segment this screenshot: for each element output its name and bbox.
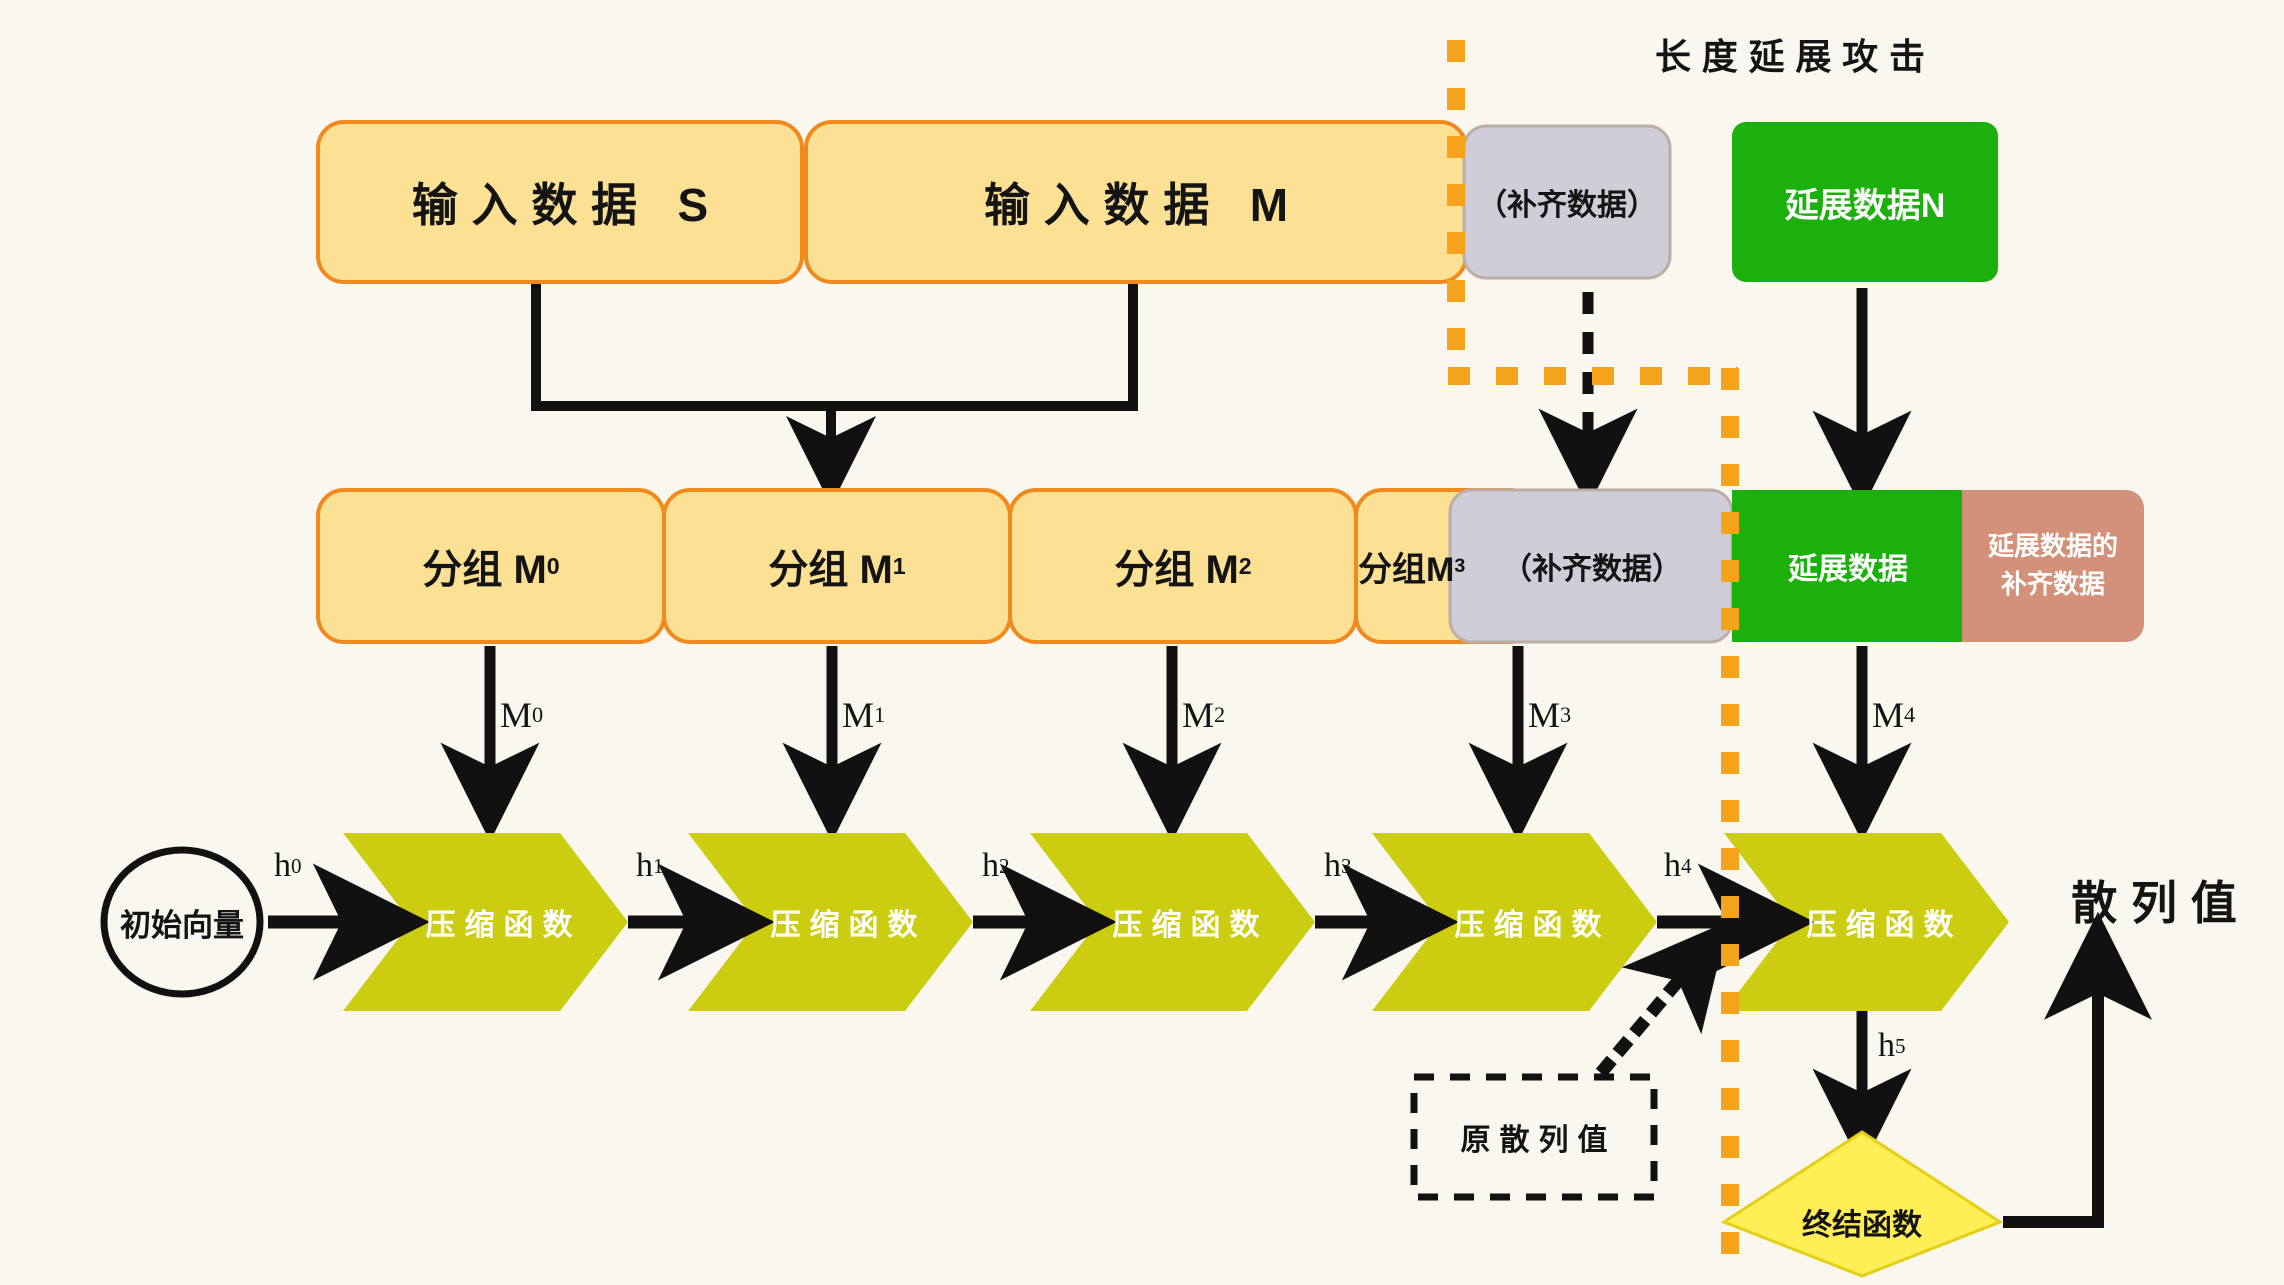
original-hash-box [1410, 1073, 1658, 1201]
group-block-extension-data [1732, 490, 1964, 642]
compression-stage-1 [343, 833, 628, 1011]
compression-stage-4 [1372, 833, 1657, 1011]
initial-vector-ellipse [100, 846, 264, 998]
original-hash-pointer-arrow [1595, 921, 1729, 1078]
hash-output-arrow [2003, 911, 2152, 1228]
group-block-m1 [662, 488, 1012, 644]
attack-boundary-line [1447, 40, 1739, 1272]
group-block-m2 [1008, 488, 1358, 644]
final-function-diamond [1720, 1130, 2004, 1278]
input-block-padding [1462, 124, 1672, 280]
compression-stage-3 [1030, 833, 1315, 1011]
group-block-m0 [316, 488, 666, 644]
split-bracket-connector [531, 284, 1138, 506]
input-block-extension-n [1732, 122, 1998, 282]
input-block-data-s [316, 120, 804, 284]
group-block-extension-padding [1962, 490, 2144, 642]
input-block-data-m [804, 120, 1468, 284]
compression-stage-2 [688, 833, 973, 1011]
group-block-padding [1448, 488, 1734, 644]
